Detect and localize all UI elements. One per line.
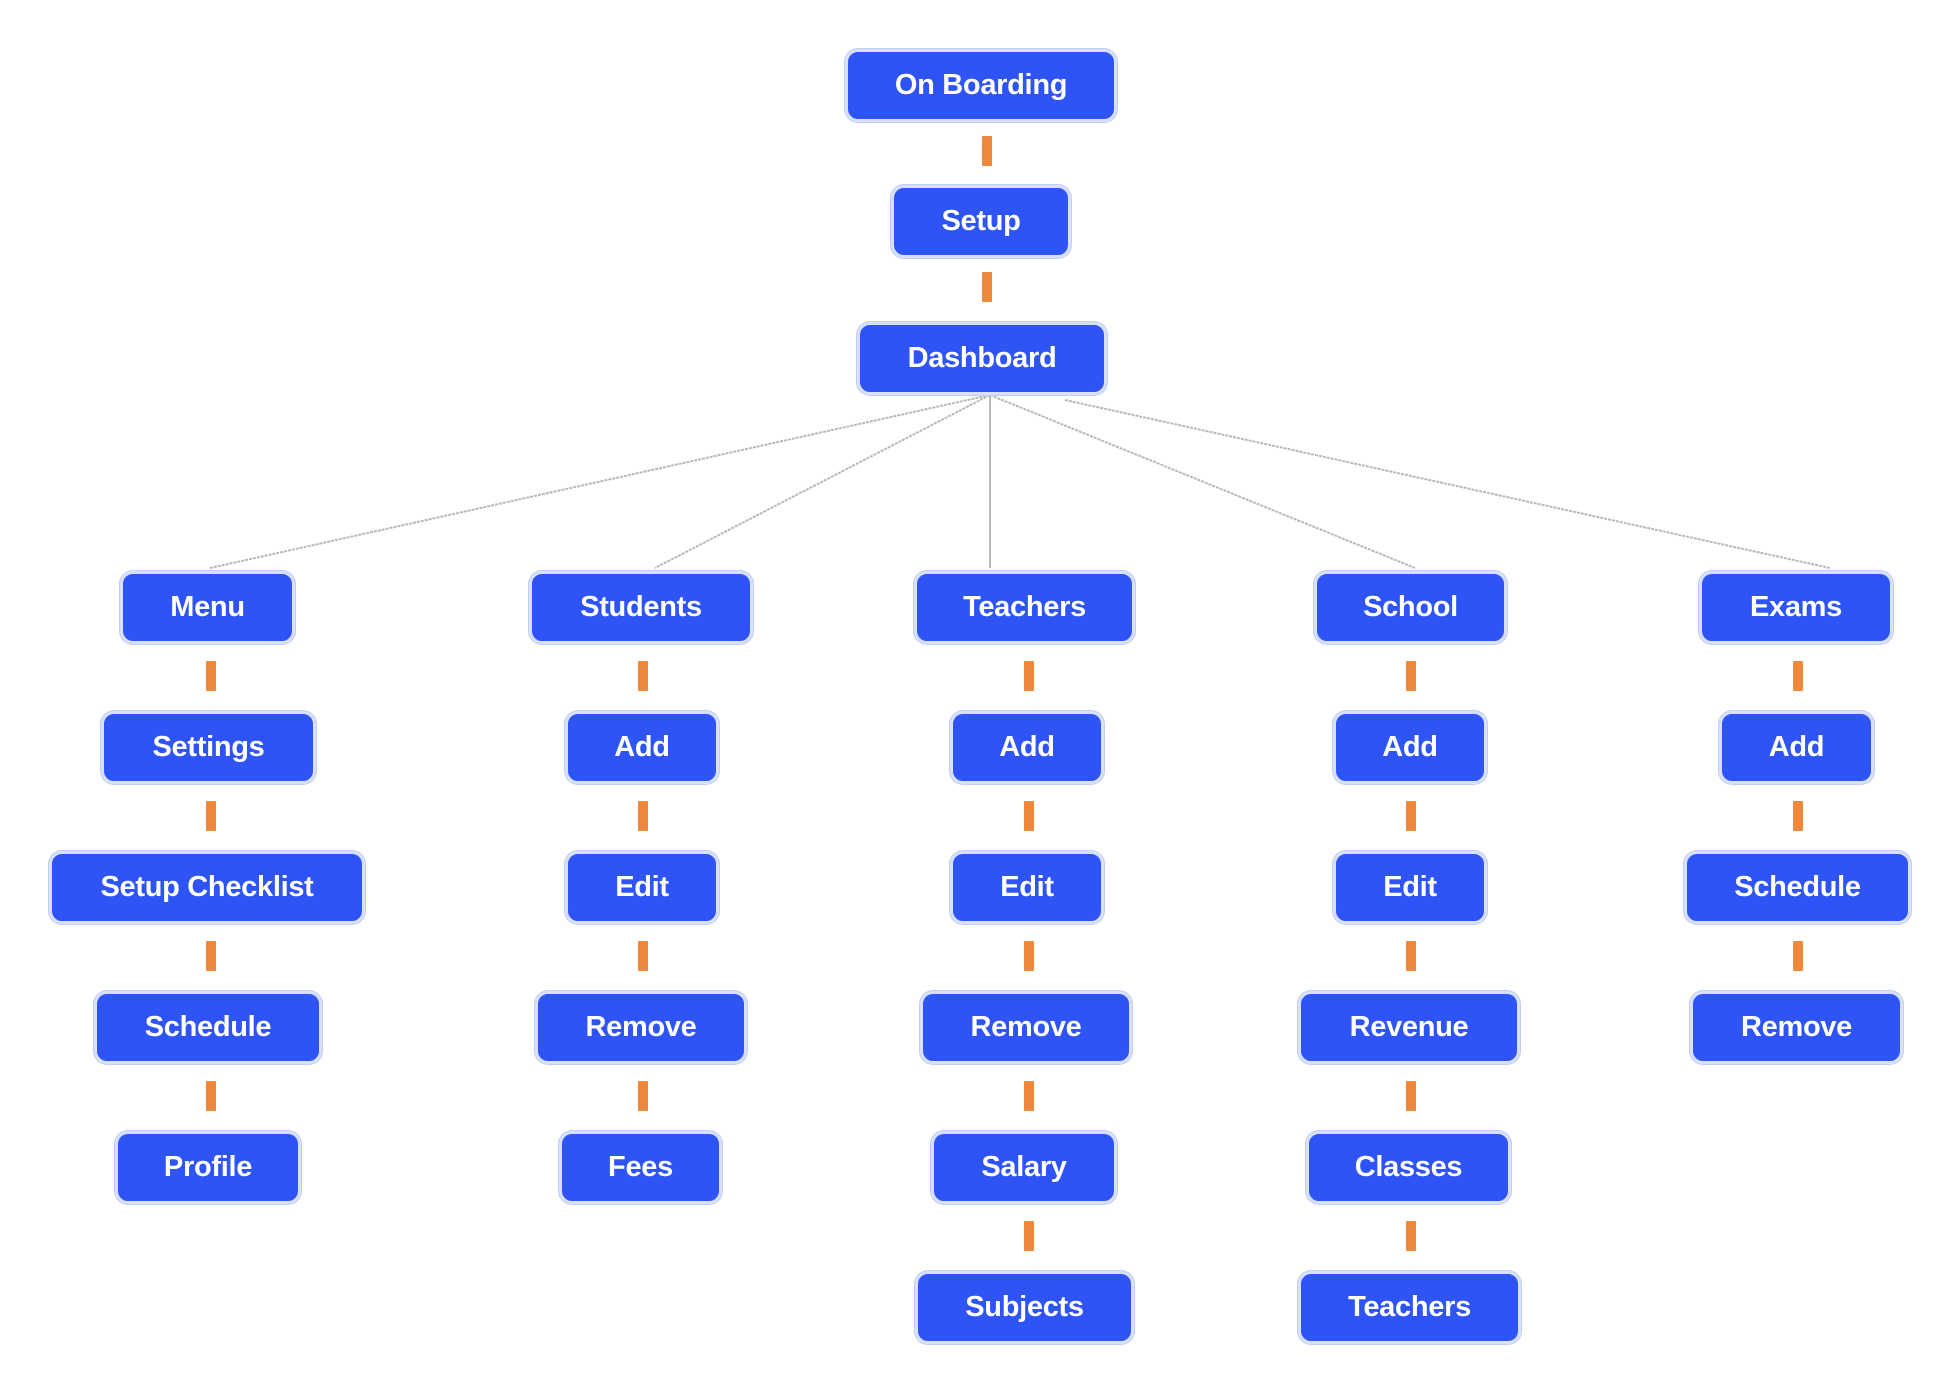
connector — [1406, 1081, 1416, 1111]
connector — [1406, 941, 1416, 971]
branch-line-school — [989, 394, 1416, 569]
connector — [1024, 1081, 1034, 1111]
node-students-add[interactable]: Add — [565, 711, 719, 784]
node-setup[interactable]: Setup — [891, 185, 1071, 258]
node-school-add[interactable]: Add — [1333, 711, 1487, 784]
connector — [1406, 1221, 1416, 1251]
connector — [1406, 661, 1416, 691]
node-menu[interactable]: Menu — [120, 571, 295, 644]
node-school-teachers[interactable]: Teachers — [1298, 1271, 1521, 1344]
connector — [1024, 1221, 1034, 1251]
node-dashboard[interactable]: Dashboard — [857, 322, 1107, 395]
connector — [638, 661, 648, 691]
node-teachers-salary[interactable]: Salary — [931, 1131, 1117, 1204]
node-exams[interactable]: Exams — [1699, 571, 1893, 644]
branch-line-menu — [209, 394, 991, 569]
node-exams-add[interactable]: Add — [1719, 711, 1874, 784]
connector — [1406, 801, 1416, 831]
node-teachers[interactable]: Teachers — [914, 571, 1135, 644]
node-school-classes[interactable]: Classes — [1306, 1131, 1511, 1204]
branch-line-exams — [1064, 399, 1831, 569]
node-students[interactable]: Students — [529, 571, 753, 644]
connector — [638, 801, 648, 831]
branch-line-students — [654, 394, 991, 569]
node-menu-profile[interactable]: Profile — [115, 1131, 301, 1204]
node-teachers-remove[interactable]: Remove — [920, 991, 1132, 1064]
connector — [206, 801, 216, 831]
node-students-remove[interactable]: Remove — [535, 991, 747, 1064]
node-school[interactable]: School — [1314, 571, 1507, 644]
node-school-edit[interactable]: Edit — [1333, 851, 1487, 924]
connector — [1793, 801, 1803, 831]
node-students-fees[interactable]: Fees — [559, 1131, 722, 1204]
node-on-boarding[interactable]: On Boarding — [845, 49, 1117, 122]
connector — [1024, 941, 1034, 971]
node-exams-remove[interactable]: Remove — [1690, 991, 1903, 1064]
connector — [1024, 801, 1034, 831]
connector — [206, 1081, 216, 1111]
connector — [1024, 661, 1034, 691]
connector-on-boarding-setup — [982, 136, 992, 166]
node-school-revenue[interactable]: Revenue — [1298, 991, 1520, 1064]
connector — [638, 1081, 648, 1111]
connector — [206, 941, 216, 971]
node-menu-settings[interactable]: Settings — [101, 711, 316, 784]
node-menu-setup-checklist[interactable]: Setup Checklist — [49, 851, 365, 924]
node-students-edit[interactable]: Edit — [565, 851, 719, 924]
node-exams-schedule[interactable]: Schedule — [1684, 851, 1911, 924]
node-menu-schedule[interactable]: Schedule — [94, 991, 322, 1064]
node-teachers-subjects[interactable]: Subjects — [915, 1271, 1134, 1344]
connector — [1793, 941, 1803, 971]
connector — [1793, 661, 1803, 691]
node-teachers-edit[interactable]: Edit — [950, 851, 1104, 924]
node-teachers-add[interactable]: Add — [950, 711, 1104, 784]
connector — [206, 661, 216, 691]
connector — [638, 941, 648, 971]
connector-setup-dashboard — [982, 272, 992, 302]
